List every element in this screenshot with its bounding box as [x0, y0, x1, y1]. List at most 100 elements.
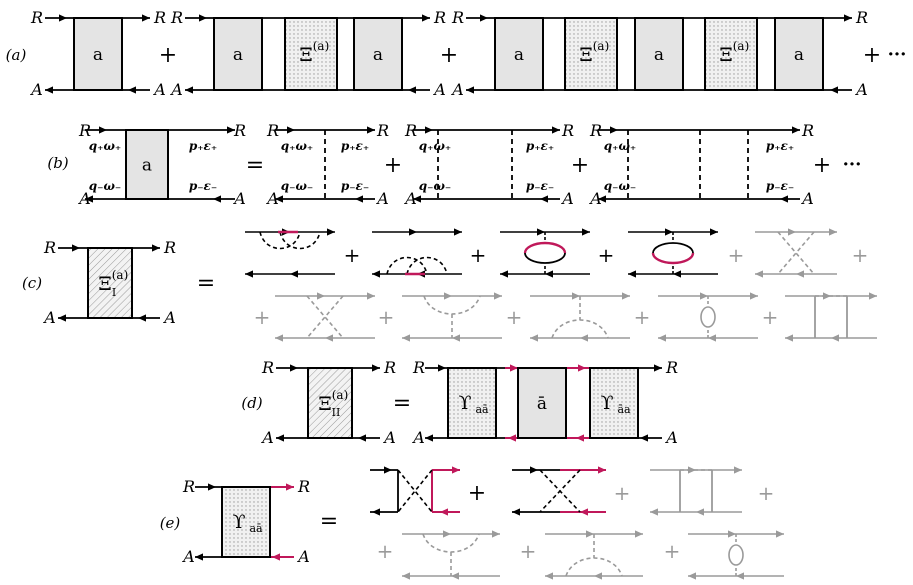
dashed-arc [423, 295, 481, 315]
A-label: A [42, 308, 56, 327]
red-arc [651, 252, 695, 265]
subscript: āa [617, 403, 631, 416]
xi-symbol: Ξ [318, 393, 331, 415]
plus-sign: + [520, 539, 537, 563]
arrow-left-icon [580, 334, 588, 342]
vertex-box [213, 17, 263, 91]
plus-sign: + [758, 481, 775, 505]
arrow-left-icon [466, 86, 474, 94]
ellipsis: ··· [843, 154, 862, 175]
arrow-left-icon [650, 508, 658, 516]
row-tag: (e) [160, 514, 181, 532]
plus-sign: + [571, 153, 589, 178]
R-label: R [266, 121, 279, 140]
arrow-right-icon [372, 364, 380, 372]
vertex-box [221, 486, 271, 558]
R-label: R [404, 121, 417, 140]
superscript: (a) [332, 388, 349, 402]
arrow-right-icon [869, 292, 877, 300]
superscript: (a) [593, 39, 610, 53]
arrow-left-icon [185, 86, 193, 94]
R-label: R [451, 8, 464, 27]
A-label: A [169, 80, 183, 99]
arrow-left-icon [452, 334, 460, 342]
arrow-right-icon [208, 483, 216, 491]
arrow-right-icon [290, 364, 298, 372]
arrow-left-icon [402, 572, 410, 580]
arrow-left-icon [425, 434, 433, 442]
plus-sign: + [254, 305, 271, 329]
arrow-left-icon [451, 572, 459, 580]
A-label: A [450, 80, 464, 99]
dashed-arc [422, 533, 480, 553]
A-label: A [181, 547, 195, 566]
A-label: A [232, 189, 246, 208]
arrow-right-icon [286, 483, 294, 491]
plus-sign: + [762, 305, 779, 329]
A-label: A [29, 80, 43, 99]
R-label: R [855, 8, 868, 27]
arrow-right-icon [142, 14, 150, 22]
A-label: A [800, 189, 814, 208]
R-label: R [297, 477, 310, 496]
arrow-left-icon [402, 334, 410, 342]
arrow-left-icon [195, 553, 203, 561]
arrow-left-icon [830, 86, 838, 94]
arrow-right-icon [654, 364, 662, 372]
subscript: aā [475, 403, 489, 416]
R-label: R [170, 8, 183, 27]
A-label: A [588, 189, 602, 208]
arrow-right-icon [844, 14, 852, 22]
A-label: A [375, 189, 389, 208]
arrow-right-icon [829, 228, 837, 236]
arrow-left-icon [58, 314, 66, 322]
arrow-left-icon [530, 334, 538, 342]
arrow-right-icon [537, 228, 545, 236]
loop-bubble [728, 544, 744, 566]
arrow-right-icon [444, 292, 452, 300]
R-label: R [261, 358, 274, 377]
arrow-right-icon [610, 126, 618, 134]
row-tag: (b) [47, 154, 68, 172]
red-arc [523, 241, 567, 254]
R-label: R [801, 121, 814, 140]
momentum-label: q₋ω₋ [89, 179, 121, 193]
arrow-left-icon [831, 334, 839, 342]
arrow-right-icon [598, 466, 606, 474]
arrow-right-icon [700, 292, 708, 300]
A-label: A [162, 308, 176, 327]
superscript: (a) [733, 39, 750, 53]
arrow-left-icon [85, 195, 93, 203]
plus-sign: + [506, 305, 523, 329]
vertex-box [704, 17, 758, 91]
plus-sign: + [852, 243, 869, 267]
vertex-symbol: a [93, 45, 103, 65]
arrow-left-icon [688, 572, 696, 580]
arrow-right-icon [788, 228, 796, 236]
vertex-symbol: a [233, 45, 243, 65]
xi-symbol: Ξ [98, 273, 111, 295]
A-label: A [77, 189, 91, 208]
vertex-box [447, 367, 497, 439]
vertex-box [307, 367, 353, 439]
dashed-arc [279, 231, 321, 250]
arrow-left-icon [673, 270, 681, 278]
dashed-arc [565, 557, 623, 577]
plus-sign: + [468, 481, 486, 506]
subscript: II [332, 406, 341, 419]
vertex-box [125, 129, 169, 200]
plus-sign: + [634, 305, 651, 329]
arrow-left-icon [540, 195, 548, 203]
A-label: A [411, 428, 425, 447]
dashed-arc [551, 319, 609, 339]
arrow-left-icon [580, 508, 588, 516]
arrow-right-icon [572, 292, 580, 300]
arrow-right-icon [425, 126, 433, 134]
vertex-box [774, 17, 824, 91]
dashed-line [306, 295, 344, 339]
arrow-right-icon [734, 466, 742, 474]
A-label: A [664, 428, 678, 447]
dashed-line [777, 231, 815, 275]
arrow-right-icon [494, 292, 502, 300]
